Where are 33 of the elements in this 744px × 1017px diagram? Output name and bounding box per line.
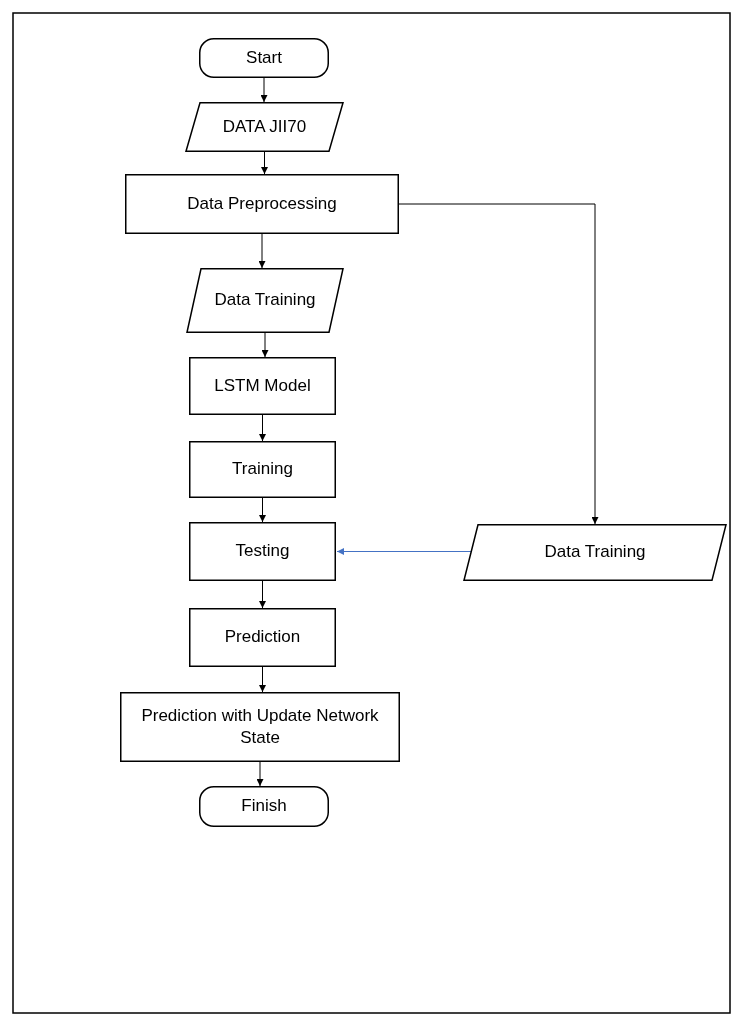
arrow <box>259 580 266 609</box>
process-box <box>189 608 336 667</box>
arrow <box>259 497 266 523</box>
node-label: LSTM Model <box>213 374 312 397</box>
terminal-box <box>199 38 329 78</box>
process-box <box>120 692 400 762</box>
data-parallelogram <box>464 524 726 581</box>
node-label: Data Training <box>213 289 317 312</box>
arrow <box>259 666 266 693</box>
node-label: Data Preprocessing <box>186 192 338 215</box>
arrow <box>398 203 599 525</box>
arrow <box>259 414 266 442</box>
node-label: Data Training <box>543 541 647 564</box>
process-box <box>189 441 336 498</box>
node-label: Start <box>245 46 283 69</box>
arrow <box>261 332 269 358</box>
arrow <box>258 233 266 269</box>
arrow <box>260 77 268 103</box>
node-label: DATA JII70 <box>221 115 308 138</box>
data-parallelogram <box>186 102 343 152</box>
process-box <box>125 174 399 234</box>
arrow <box>336 548 472 555</box>
node-label: Testing <box>234 540 291 563</box>
process-box <box>189 357 336 415</box>
data-parallelogram <box>187 268 343 333</box>
node-label: Finish <box>240 795 288 818</box>
terminal-box <box>199 786 329 827</box>
process-box <box>189 522 336 581</box>
arrow <box>261 151 268 175</box>
node-label: Prediction with Update Network State <box>140 704 380 749</box>
node-label: Prediction <box>223 626 302 649</box>
arrow <box>256 761 264 787</box>
node-label: Training <box>231 458 294 481</box>
